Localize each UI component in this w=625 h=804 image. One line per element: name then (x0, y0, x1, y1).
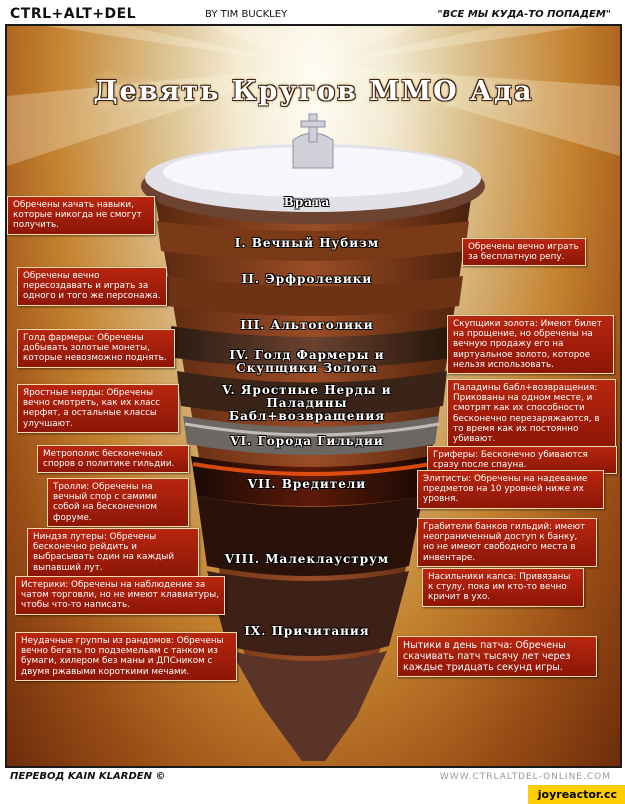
caption-gates: Обречены качать навыки, которые никогда … (7, 196, 155, 235)
caption-patch: Нытики в день патча: Обречены скачивать … (397, 636, 597, 677)
hell-cone-illustration (141, 113, 485, 761)
caption-goldfarmers: Голд фармеры: Обречены добывать золотые … (17, 329, 175, 368)
caption-metropolis: Метрополис бесконечных споров о политике… (37, 445, 189, 474)
level-7-griefers: VII. Вредители (247, 477, 367, 491)
level-8-maleclaustrum: VIII. Малеклауструм (224, 552, 390, 566)
strip-tagline: "ВСЕ МЫ КУДА-ТО ПОПАДЕМ" (437, 9, 611, 20)
comic-title: Девять Кругов ММО Ада (93, 76, 534, 107)
author-credit: BY TIM BUCKLEY (205, 9, 288, 20)
watermark[interactable]: joyreactor.cc (527, 785, 625, 804)
level-6-guild-cities: VI. Города Гильдии (230, 434, 384, 448)
comic-panel: Девять Кругов ММО Ада (5, 24, 622, 768)
level-3-altoholics: III. Альтоголики (240, 318, 374, 332)
level-9-whining: IX. Причитания (244, 624, 370, 638)
light-rays (7, 26, 620, 166)
caption-rp: Обречены вечно пересоздавать и играть за… (17, 267, 167, 306)
gate-icon (292, 113, 334, 169)
level-5-nerds-paladins: V. Яростные Нерды и Паладины Бабл+возвра… (222, 383, 392, 423)
caption-nerds: Яростные нерды: Обречены вечно смотреть,… (17, 384, 179, 433)
level-4-goldfarmers: IV. Голд Фармеры и Скупщики Золота (229, 348, 385, 375)
website-url[interactable]: WWW.CTRLALTDEL-ONLINE.COM (439, 772, 611, 782)
level-1-noobism: I. Вечный Нубизм (234, 236, 380, 250)
caption-paladins: Паладины бабл+возвращения: Прикованы на … (447, 379, 616, 449)
caption-bankrobbers: Грабители банков гильдий: имеют неограни… (417, 518, 597, 567)
translation-credit: ПЕРЕВОД KAIN KLARDEN © (10, 771, 166, 782)
caption-hysterics: Истерики: Обречены на наблюдение за чато… (15, 576, 225, 615)
caption-trolls: Тролли: Обречены на вечный спор с самими… (47, 478, 189, 527)
level-gates: Врата (283, 195, 331, 209)
caption-pugs: Неудачные группы из рандомов: Обречены в… (15, 632, 237, 681)
caption-caps: Насильники капса: Привязаны к стулу, пок… (422, 568, 584, 607)
caption-elitists: Элитисты: Обречены на надевание предмето… (417, 470, 604, 509)
level-2-roleplayers: II. Эрфролевики (241, 272, 373, 286)
caption-ninja: Ниндзя лутеры: Обречены бесконечно рейди… (27, 528, 199, 577)
caption-goldbuyers: Скупщики золота: Имеют билет на прощение… (447, 315, 614, 375)
caption-rent: Обречены вечно играть за бесплатную репу… (462, 238, 586, 267)
comic-series-title: CTRL+ALT+DEL (10, 6, 137, 22)
caption-griefers: Гриферы: Бесконечно убиваются сразу посл… (427, 446, 617, 475)
